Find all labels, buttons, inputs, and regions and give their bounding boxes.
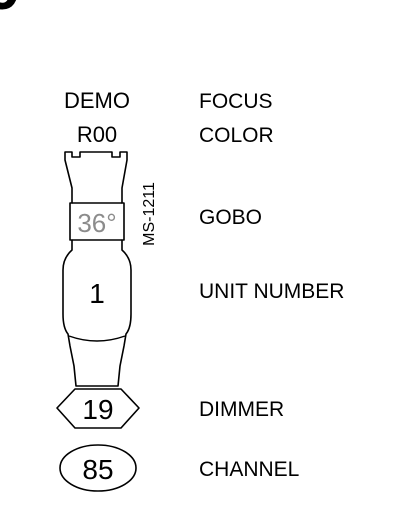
dimmer-value: 19 bbox=[82, 394, 113, 425]
unit-number-value: 1 bbox=[89, 278, 105, 309]
legend-color: COLOR bbox=[199, 124, 274, 147]
lamp-housing-line bbox=[68, 335, 126, 342]
legend-dimmer: DIMMER bbox=[199, 398, 284, 421]
channel-value: 85 bbox=[82, 454, 113, 485]
focus-value: DEMO bbox=[64, 88, 130, 113]
fixture-model: MS-1211 bbox=[141, 182, 158, 246]
color-value: R00 bbox=[77, 122, 117, 147]
legend-gobo: GOBO bbox=[199, 206, 262, 229]
gobo-value: 36° bbox=[77, 208, 116, 238]
legend-focus: FOCUS bbox=[199, 90, 273, 113]
channel-ellipse bbox=[59, 444, 137, 492]
legend-channel: CHANNEL bbox=[199, 458, 299, 481]
legend-unit-number: UNIT NUMBER bbox=[199, 280, 344, 303]
fixture-body bbox=[62, 151, 132, 387]
dimmer-hexagon bbox=[56, 388, 140, 429]
page-letter: 9 bbox=[0, 0, 20, 23]
